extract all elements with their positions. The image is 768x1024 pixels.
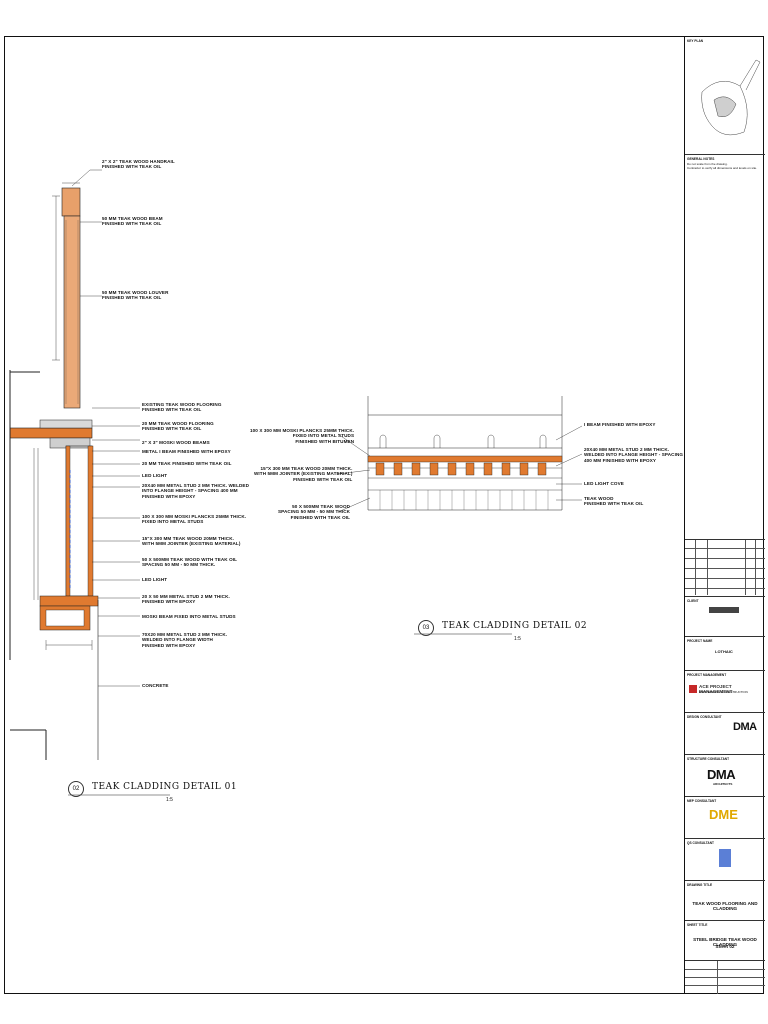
key-plan-sketch (701, 59, 761, 136)
qs-label: QS CONSULTANT (687, 841, 714, 845)
label-concrete: CONCRETE (142, 683, 169, 688)
detail-title-02: TEAK CLADDING DETAIL 02 (442, 621, 588, 631)
label-led-light-cove: LED LIGHT COVE (584, 481, 624, 486)
qs-logo (719, 849, 731, 867)
label-moski-plancks-bitumen: 100 X 300 MM MOSKI PLANCKS 25MM THICK. F… (250, 428, 355, 444)
teak-handrail (61, 187, 81, 217)
structure-label: STRUCTURE CONSULTANT (687, 757, 730, 761)
teak-louver (63, 215, 81, 409)
client-logo (709, 607, 739, 613)
teak-floor-strip (367, 455, 563, 463)
pm-label: PROJECT MANAGEMENT (687, 673, 727, 677)
label-moski-beams: 2" X 3" MOSKI WOOD BEAMS (142, 440, 210, 445)
revision-table (685, 539, 765, 595)
detail-number-01: 02 (68, 781, 84, 797)
structure-logo: DMA (707, 767, 736, 782)
label-teak-20mm: 20 MM TEAK FINISHED WITH TEAK OIL (142, 461, 232, 466)
label-moski-plancks: 100 X 300 MM MOSKI PLANCKS 25MM THICK. F… (142, 514, 247, 525)
label-metal-i-beam: METAL I BEAM FINISHED WITH EPOXY (142, 449, 231, 454)
sheet-title-label: SHEET TITLE (687, 923, 708, 927)
pm-sub: ENGINEERING & CONSTRUCTION (699, 690, 748, 694)
label-teak-spacing: 50 X 500MM TEAK WOOD SPACING 50 MM - 50 … (278, 504, 351, 520)
detail-title-01: TEAK CLADDING DETAIL 01 (92, 782, 238, 792)
key-plan-label: KEY PLAN (687, 39, 704, 43)
drawing-sheet-border (4, 36, 764, 994)
consultant-logo: DMA (733, 721, 757, 733)
drawing-title-label: DRAWING TITLE (687, 883, 713, 887)
label-teak-louver: 50 MM TEAK WOOD LOUVER FINISHED WITH TEA… (102, 290, 169, 301)
sheet-title: STEEL BRIDGE TEAK WOOD CLADDING (693, 937, 757, 947)
consultant-label: DESIGN CONSULTANT (687, 715, 722, 719)
label-led-light: LED LIGHT (142, 473, 168, 478)
label-handrail: 2" X 2" TEAK WOOD HANDRAIL FINISHED WITH… (102, 159, 175, 170)
label-metal-stud-20x40: 20X40 MM METAL STUD 2 MM THICK. WELDED I… (142, 483, 249, 499)
pm-logo-icon (689, 685, 697, 693)
label-teak-50x500: 50 X 500MM TEAK WOOD WITH TEAK OIL SPACI… (142, 557, 238, 568)
label-teak-existing: 15"X 300 MM TEAK WOOD 20MM THICK. WITH 5… (254, 466, 353, 482)
general-notes-text: Do not scale from the drawing. Contracto… (687, 162, 758, 170)
floor-deck (9, 427, 93, 439)
project-label: PROJECT NAME (687, 639, 713, 643)
info-table (685, 960, 765, 994)
mep-label: MEP CONSULTANT (687, 799, 717, 803)
pm-name: ACE PROJECT MANAGEMENT (699, 684, 733, 694)
sheet-number: Sheet 02 (715, 944, 735, 949)
label-metal-stud-20x50: 20 X 50 MM METAL STUD 2 MM THICK. FINISH… (142, 594, 230, 605)
label-led-light-2: LED LIGHT (142, 577, 168, 582)
title-block: KEY PLAN GENERAL NOTES Do not scale from… (684, 36, 765, 994)
leader-lines-detail-01 (71, 169, 140, 687)
label-existing-flooring: EXISTING TEAK WOOD FLOORING FINISHED WIT… (142, 402, 222, 413)
label-i-beam-epoxy: I BEAM FINISHED WITH EPOXY (584, 422, 656, 427)
label-metal-stud-70x20: 70X20 MM METAL STUD 2 MM THICK. WELDED I… (142, 632, 228, 648)
label-moski-beam-fixed: MOSKI BEAM FIXED INTO METAL STUDS (142, 614, 236, 619)
structure-logo-sub: ARCHITECTS (713, 782, 733, 786)
client-label: CLIENT (687, 599, 699, 603)
detail-number-02: 03 (418, 620, 434, 636)
label-teak-beam: 50 MM TEAK WOOD BEAM FINISHED WITH TEAK … (102, 216, 163, 227)
label-teak-flooring: 20 MM TEAK WOOD FLOORING FINISHED WITH T… (142, 421, 214, 432)
leader-lines-detail-02 (337, 425, 583, 513)
general-notes-label: GENERAL NOTES (687, 157, 715, 161)
label-teak-wood: TEAK WOOD FINISHED WITH TEAK OIL (584, 496, 644, 507)
label-metal-stud-flange: 20X40 MM METAL STUD 2 MM THICK. WELDED I… (584, 447, 684, 463)
mep-logo: DME (709, 807, 738, 822)
project-logo: LOTHAIC (715, 649, 733, 654)
detail-scale-02: 1:5 (514, 636, 521, 642)
detail-scale-01: 1:5 (166, 797, 173, 803)
drawing-title: TEAK WOOD FLOORING AND CLADDING (692, 901, 758, 911)
label-teak-15x300: 15"X 300 MM TEAK WOOD 20MM THICK. WITH 5… (142, 536, 241, 547)
